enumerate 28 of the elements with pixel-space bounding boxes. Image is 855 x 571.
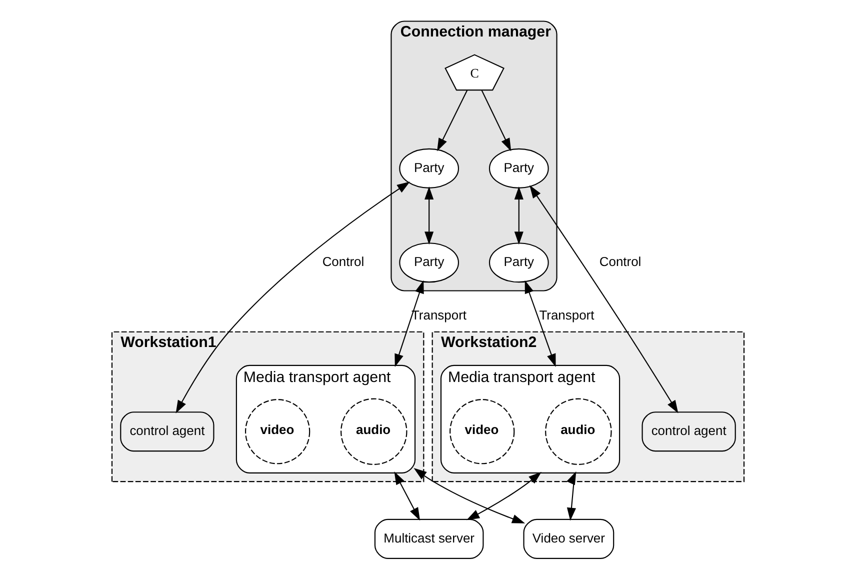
edge-label: Transport [410, 308, 466, 323]
node-ellipse: Party [398, 242, 459, 283]
arrow [514, 186, 523, 245]
arrow [175, 182, 410, 414]
arrow [480, 90, 511, 152]
arrow [529, 185, 678, 414]
edge-label: Control [598, 254, 641, 269]
node-box: Video server [522, 518, 614, 559]
arrow [524, 280, 556, 367]
edge-label: Control [322, 254, 364, 269]
arrow [436, 90, 468, 152]
edge-label: Transport [538, 308, 594, 323]
arrow [566, 471, 576, 521]
arrow [394, 280, 424, 367]
node-ellipse: Party [398, 148, 459, 188]
node-circle: video [244, 399, 310, 464]
node-ellipse: Party [488, 148, 548, 188]
arrow [394, 471, 420, 521]
node-ellipse: Party [488, 242, 548, 283]
node-box: Multicast server [374, 518, 484, 559]
arrow [424, 186, 434, 245]
arrow [466, 472, 542, 520]
node-circle: video [449, 399, 514, 464]
arrow [413, 468, 525, 524]
node-box: control agent [120, 412, 214, 452]
node-box: control agent [641, 412, 736, 452]
node-circle: audio [544, 398, 612, 465]
node-circle: audio [340, 398, 407, 465]
